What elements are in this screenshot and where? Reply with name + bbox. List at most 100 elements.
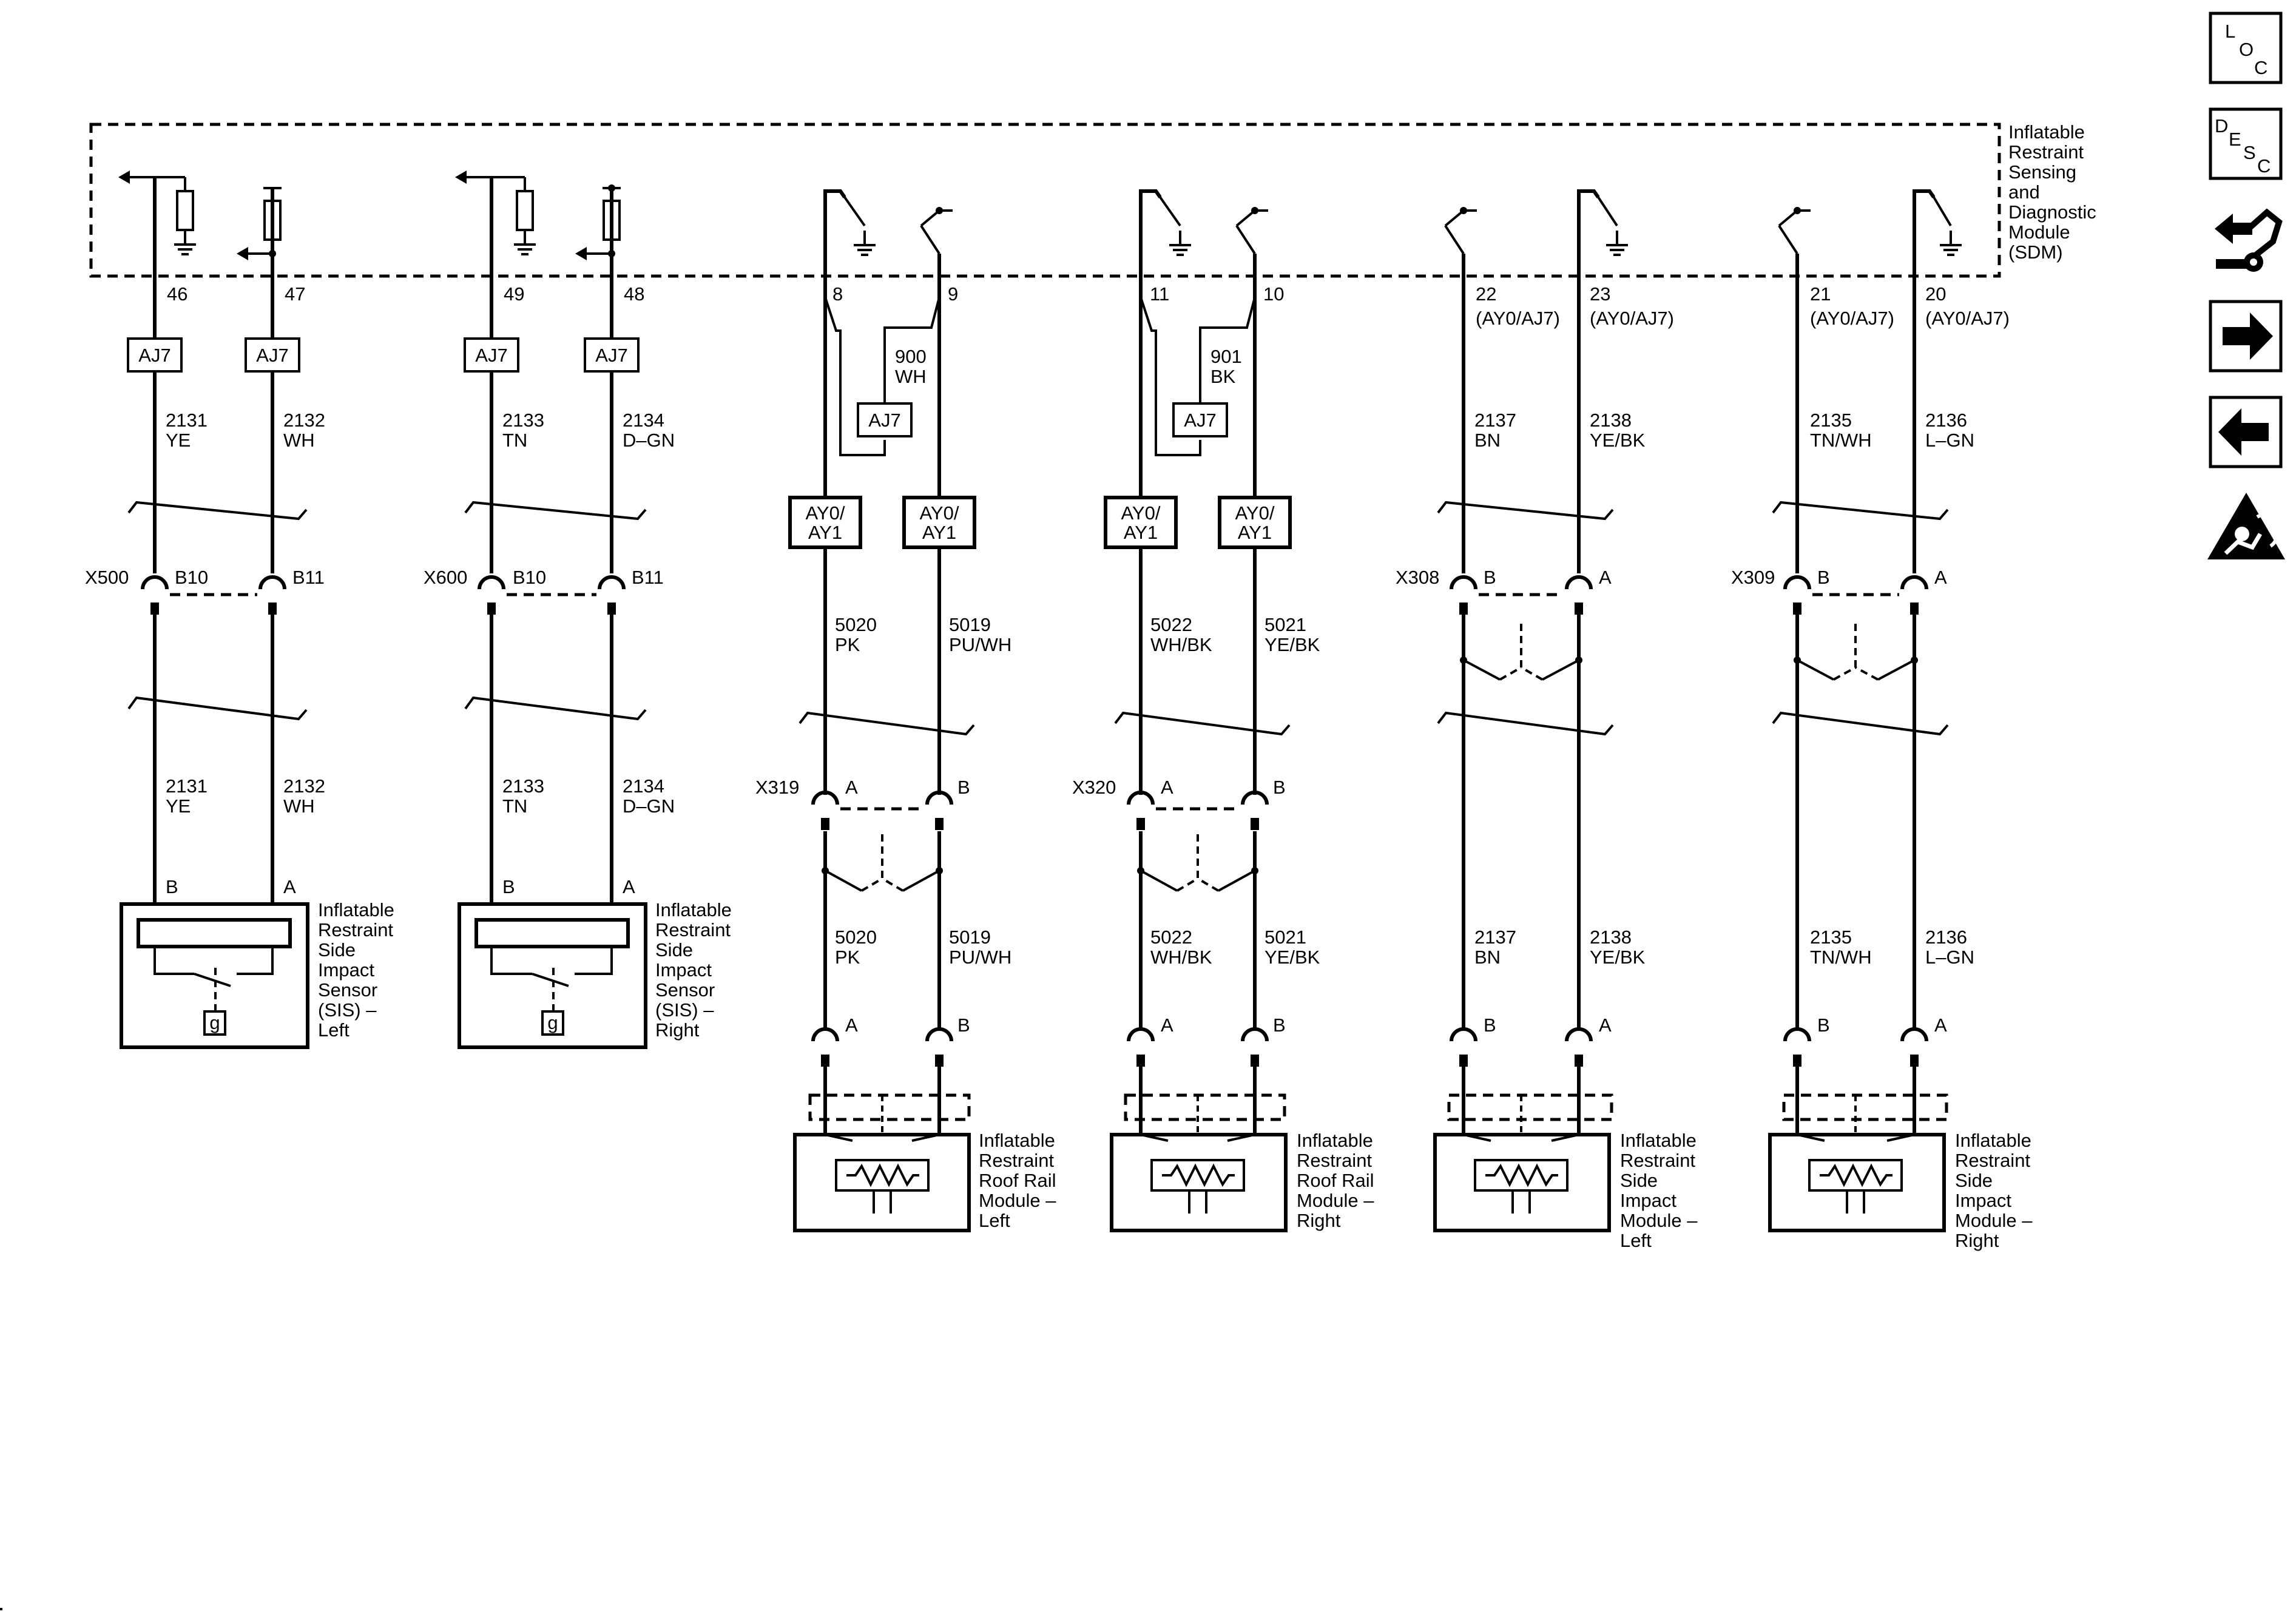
connector-x320: X320 <box>1072 777 1116 798</box>
pin-23: 23 <box>1590 283 1610 305</box>
option-aj7-49: AJ7 <box>475 345 507 366</box>
desc-letter-s: S <box>2243 142 2256 163</box>
connector-x500: X500 <box>85 567 129 588</box>
corner-dot <box>0 1608 2 1610</box>
pin-a-x309: A <box>1934 567 1947 588</box>
g-symbol-sis-left: g <box>209 1012 220 1033</box>
pin-b10-x500: B10 <box>175 567 208 588</box>
connector-x309: X309 <box>1731 567 1775 588</box>
pin-b-roof-left: B <box>957 1014 970 1036</box>
pin-a-x319: A <box>845 777 858 798</box>
next-page-arrow-icon[interactable] <box>2209 300 2283 373</box>
option-aj7-47: AJ7 <box>256 345 288 366</box>
pin-a-sis-right: A <box>623 876 635 897</box>
option-ay0-aj7-22: (AY0/AJ7) <box>1476 308 1560 329</box>
connector-x600: X600 <box>424 567 467 588</box>
desc-letter-c: C <box>2257 155 2271 177</box>
option-aj7-900: AJ7 <box>868 410 900 431</box>
pin-11: 11 <box>1150 283 1169 305</box>
option-aj7-46: AJ7 <box>138 345 171 366</box>
component-roof-rail-left: Inflatable Restraint Roof Rail Module – … <box>979 1130 1061 1231</box>
connector-x319: X319 <box>755 777 799 798</box>
option-aj7-901: AJ7 <box>1184 410 1216 431</box>
pin-10: 10 <box>1263 283 1284 305</box>
pin-b-x308: B <box>1484 567 1496 588</box>
pin-b-side-left: B <box>1484 1014 1496 1036</box>
pin-20: 20 <box>1925 283 1946 305</box>
sdm-pin-labels: 46 47 49 48 8 9 11 10 22 23 21 20 (AY0/A… <box>167 283 2010 329</box>
desc-letter-e: E <box>2229 129 2241 150</box>
component-roof-rail-right: Inflatable Restraint Roof Rail Module – … <box>1297 1130 1379 1231</box>
desc-button[interactable]: D E S C <box>2209 107 2283 180</box>
desc-letter-d: D <box>2215 115 2228 137</box>
pin-8: 8 <box>832 283 843 305</box>
pin-a-side-left: A <box>1599 1014 1612 1036</box>
pin-21: 21 <box>1810 283 1831 305</box>
connector-end-view-icon[interactable] <box>2215 208 2283 272</box>
loc-letter-o: O <box>2239 39 2254 60</box>
pin-49: 49 <box>504 283 524 305</box>
connector-x308: X308 <box>1396 567 1439 588</box>
sdm-internal-roof-left <box>823 189 953 276</box>
pin-22: 22 <box>1476 283 1496 305</box>
pin-b10-x600: B10 <box>513 567 546 588</box>
pin-9: 9 <box>948 283 958 305</box>
nav-toolbar: L O C D E S C <box>2207 12 2285 559</box>
option-ay0-ay1-5020: AY0/AY1 <box>806 502 845 543</box>
pin-b-sis-left: B <box>166 876 178 897</box>
previous-page-arrow-icon[interactable] <box>2209 396 2283 468</box>
pin-b-x309: B <box>1817 567 1830 588</box>
option-ay0-ay1-5021: AY0/AY1 <box>1235 502 1275 543</box>
pin-48: 48 <box>624 283 644 305</box>
sdm-internal-roof-right <box>1139 189 1268 276</box>
sdm-module: Inflatable Restraint Sensing and Diagnos… <box>89 121 2096 278</box>
component-side-impact-right: Inflatable Restraint Side Impact Module … <box>1955 1130 2038 1251</box>
pin-a-side-right: A <box>1934 1014 1947 1036</box>
loc-letter-l: L <box>2225 21 2235 42</box>
pin-b-x320: B <box>1273 777 1286 798</box>
pin-a-x320: A <box>1161 777 1173 798</box>
option-ay0-ay1-5022: AY0/AY1 <box>1121 502 1161 543</box>
sdm-internal-sis-left <box>118 170 282 276</box>
sdm-internal-side-right <box>1778 189 1963 276</box>
pin-46: 46 <box>167 283 187 305</box>
airbag-warning-icon[interactable] <box>2207 493 2285 559</box>
sdm-outline <box>89 123 2001 278</box>
pin-b-roof-right: B <box>1273 1014 1286 1036</box>
pin-a-x308: A <box>1599 567 1612 588</box>
pin-47: 47 <box>285 283 305 305</box>
loc-letter-c: C <box>2254 57 2267 78</box>
pin-b11-x600: B11 <box>632 567 664 588</box>
option-ay0-aj7-23: (AY0/AJ7) <box>1590 308 1674 329</box>
component-sis-right: Inflatable Restraint Side Impact Sensor … <box>655 899 737 1041</box>
loc-button[interactable]: L O C <box>2209 12 2283 84</box>
pin-b-side-right: B <box>1817 1014 1830 1036</box>
